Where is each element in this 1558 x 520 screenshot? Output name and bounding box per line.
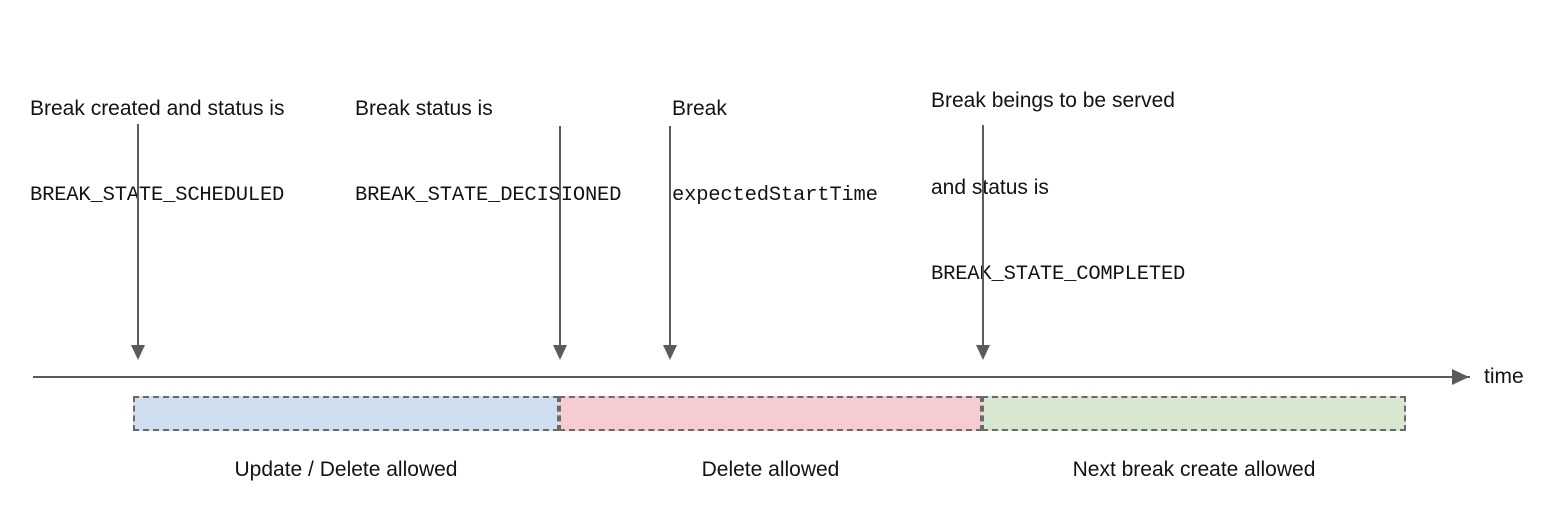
- event-label-line2: expectedStartTime: [672, 184, 878, 207]
- phase-caption-completed: Next break create allowed: [1072, 458, 1316, 481]
- event-marker-arrow-break-expected-start-time: [662, 126, 678, 360]
- event-label-line1: Break beings to be served: [931, 89, 1175, 112]
- event-marker-arrow-break-completed: [975, 125, 991, 360]
- event-label-break-created: Break created and status is BREAK_STATE_…: [30, 36, 350, 268]
- event-label-line1: Break: [672, 97, 727, 120]
- event-marker-arrow-break-created: [130, 124, 146, 360]
- arrow-shaft: [669, 126, 671, 346]
- time-axis-arrow-icon: [1452, 369, 1469, 385]
- phase-bar-decisioned: [559, 396, 982, 431]
- phase-caption-scheduled: Update / Delete allowed: [234, 458, 458, 481]
- event-marker-arrow-break-decisioned: [552, 126, 568, 360]
- event-label-break-expected-start-time: Break expectedStartTime: [672, 36, 922, 268]
- event-label-break-decisioned: Break status is BREAK_STATE_DECISIONED: [355, 36, 655, 268]
- event-label-break-completed: Break beings to be served and status is …: [931, 28, 1231, 347]
- phase-bar-scheduled: [133, 396, 559, 431]
- arrow-head-icon: [663, 345, 677, 360]
- arrow-head-icon: [976, 345, 990, 360]
- arrow-shaft: [982, 125, 984, 346]
- event-label-line1: Break created and status is: [30, 97, 285, 120]
- phase-bar-completed: [982, 396, 1406, 431]
- event-label-line2: and status is: [931, 176, 1049, 199]
- phase-caption-decisioned: Delete allowed: [701, 458, 840, 481]
- event-label-line2: BREAK_STATE_SCHEDULED: [30, 184, 285, 207]
- arrow-shaft: [137, 124, 139, 346]
- event-label-line3: BREAK_STATE_COMPLETED: [931, 263, 1186, 286]
- arrow-head-icon: [131, 345, 145, 360]
- arrow-shaft: [559, 126, 561, 346]
- event-label-line2: BREAK_STATE_DECISIONED: [355, 184, 622, 207]
- arrow-head-icon: [553, 345, 567, 360]
- time-axis-label: time: [1484, 365, 1524, 388]
- event-label-line1: Break status is: [355, 97, 493, 120]
- time-axis-line: [33, 376, 1470, 378]
